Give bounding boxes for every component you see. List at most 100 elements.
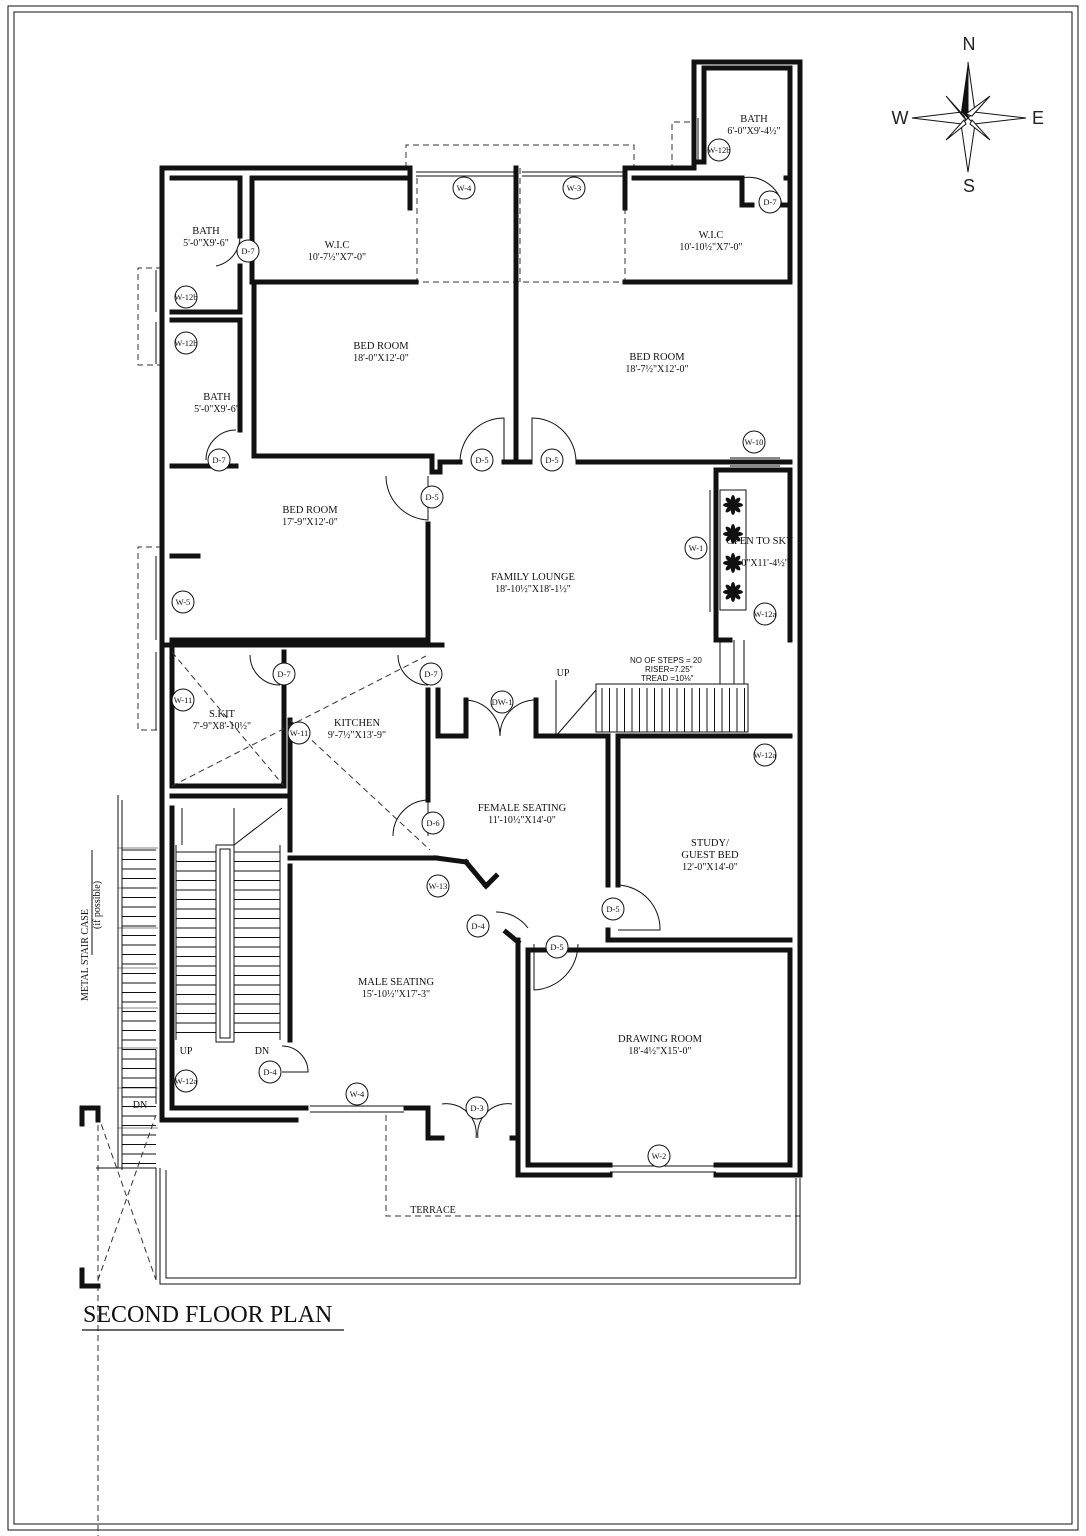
tag-d7-7: D-7 bbox=[207, 448, 231, 472]
tag-label: W-12b bbox=[707, 145, 730, 155]
compass-south: S bbox=[963, 176, 975, 196]
tag-label: W-11 bbox=[174, 695, 193, 705]
room-labels: BATH 5'-0"X9'-6" W.I.C 10'-7½"X7'-0" BAT… bbox=[183, 114, 794, 1057]
room-bedroom-3-name: BED ROOM bbox=[282, 505, 338, 516]
tag-label: W-11 bbox=[290, 728, 309, 738]
tag-label: W-12b bbox=[174, 338, 197, 348]
page-border bbox=[7, 5, 1079, 1531]
room-bedroom-1-name: BED ROOM bbox=[353, 341, 409, 352]
steps-tread: TREAD =10⅛" bbox=[641, 674, 694, 683]
room-bedroom-2-name: BED ROOM bbox=[629, 352, 685, 363]
room-drawing-room-name: DRAWING ROOM bbox=[618, 1034, 703, 1045]
room-s-kit-dim: 7'-9"X8'-10½" bbox=[193, 721, 251, 732]
tag-label: W-13 bbox=[429, 881, 448, 891]
tag-label: D-7 bbox=[277, 669, 290, 679]
tag-d7-16: D-7 bbox=[419, 662, 443, 686]
tag-w12b-2: W-12b bbox=[707, 138, 731, 162]
dashed-outlines bbox=[97, 121, 800, 1536]
tag-label: W-2 bbox=[652, 1151, 667, 1161]
room-s-kit-name: S.KIT bbox=[209, 709, 236, 720]
lounge-stair-up-label: UP bbox=[557, 668, 570, 679]
tag-w2-30: W-2 bbox=[647, 1144, 671, 1168]
metal-stair-label: METAL STAIR CASE bbox=[80, 909, 91, 1001]
room-kitchen-dim: 9'-7½"X13'-9" bbox=[328, 730, 386, 741]
tag-dw1-19: DW-1 bbox=[490, 690, 514, 714]
metal-stair-dn-label: DN bbox=[133, 1100, 147, 1111]
room-bath-ne-dim: 6'-0"X9'-4½" bbox=[727, 126, 780, 137]
room-kitchen-name: KITCHEN bbox=[334, 718, 380, 729]
tag-label: D-4 bbox=[263, 1067, 277, 1077]
door-swings bbox=[205, 176, 783, 1139]
tag-d5-9: D-5 bbox=[540, 448, 564, 472]
room-study-dim: 12'-0"X14'-0" bbox=[682, 862, 738, 873]
terrace-outline bbox=[159, 1168, 801, 1285]
tag-label: D-5 bbox=[475, 455, 488, 465]
walls bbox=[159, 59, 803, 1178]
tag-d5-25: D-5 bbox=[545, 935, 569, 959]
tag-d6-21: D-6 bbox=[421, 811, 445, 835]
tag-w10-11: W-10 bbox=[742, 430, 766, 454]
tag-label: D-7 bbox=[424, 669, 437, 679]
tag-w12a-27: W-12a bbox=[174, 1069, 198, 1093]
room-wic-east-name: W.I.C bbox=[699, 230, 724, 241]
tag-label: W-1 bbox=[689, 543, 704, 553]
tag-label: DW-1 bbox=[492, 697, 513, 707]
room-female-seating-dim: 11'-10½"X14'-0" bbox=[488, 815, 556, 826]
tag-w13-22: W-13 bbox=[426, 874, 450, 898]
tag-label: D-5 bbox=[545, 455, 558, 465]
internal-stair bbox=[175, 807, 283, 1043]
kitchen-diagonals bbox=[171, 651, 431, 851]
tag-w1-12: W-1 bbox=[684, 536, 708, 560]
stair-dn-label: DN bbox=[255, 1046, 269, 1057]
windows bbox=[155, 118, 780, 1173]
tag-w4-28: W-4 bbox=[345, 1082, 369, 1106]
lounge-stair bbox=[555, 640, 749, 737]
room-bedroom-3-dim: 17'-9"X12'-0" bbox=[282, 517, 338, 528]
room-bath-nw-dim: 5'-0"X9'-6" bbox=[183, 238, 229, 249]
room-wic-west-name: W.I.C bbox=[325, 240, 350, 251]
tag-w12a-13: W-12a bbox=[753, 602, 777, 626]
tag-label: D-7 bbox=[241, 246, 254, 256]
room-study-name: STUDY/ bbox=[691, 838, 729, 849]
tag-d7-4: D-7 bbox=[236, 239, 260, 263]
tag-label: W-3 bbox=[567, 183, 582, 193]
tag-d5-10: D-5 bbox=[420, 485, 444, 509]
tag-d7-3: D-7 bbox=[758, 190, 782, 214]
tag-d4-26: D-4 bbox=[258, 1060, 282, 1084]
room-family-lounge-name: FAMILY LOUNGE bbox=[491, 572, 575, 583]
plant-icons bbox=[719, 489, 747, 611]
room-bedroom-2-dim: 18'-7½"X12'-0" bbox=[625, 364, 688, 375]
tag-d5-24: D-5 bbox=[601, 897, 625, 921]
tag-label: W-12b bbox=[174, 292, 197, 302]
terrace-label: TERRACE bbox=[410, 1205, 456, 1216]
room-female-seating-name: FEMALE SEATING bbox=[478, 803, 567, 814]
room-bath-ne-name: BATH bbox=[740, 114, 768, 125]
tag-label: W-4 bbox=[457, 183, 472, 193]
tag-label: D-6 bbox=[426, 818, 439, 828]
tag-d7-15: D-7 bbox=[272, 662, 296, 686]
tag-label: W-10 bbox=[745, 437, 764, 447]
tag-label: D-7 bbox=[212, 455, 225, 465]
tag-label: D-7 bbox=[763, 197, 776, 207]
tag-label: W-12a bbox=[754, 750, 777, 760]
tag-w5-14: W-5 bbox=[171, 590, 195, 614]
steps-riser: RISER=7.25" bbox=[645, 665, 693, 674]
tag-label: W-12a bbox=[754, 609, 777, 619]
tag-w11-17: W-11 bbox=[171, 688, 195, 712]
room-bath-west-name: BATH bbox=[203, 392, 231, 403]
room-open-to-sky-name: OPEN TO SKY bbox=[726, 536, 794, 547]
metal-stair-label-2: (if possible) bbox=[92, 881, 103, 929]
room-bath-nw-name: BATH bbox=[192, 226, 220, 237]
room-open-to-sky-dim: 5'-0"X11'-4½" bbox=[731, 558, 789, 569]
tag-w4-0: W-4 bbox=[452, 176, 476, 200]
room-bedroom-1-dim: 18'-0"X12'-0" bbox=[353, 353, 409, 364]
misc-labels: TERRACE METAL STAIR CASE (if possible) U… bbox=[80, 656, 702, 1216]
tag-w12a-20: W-12a bbox=[753, 743, 777, 767]
room-study-name-2: GUEST BED bbox=[681, 850, 739, 861]
north-arrow-icon: N S E W bbox=[892, 34, 1045, 196]
tag-w3-1: W-3 bbox=[562, 176, 586, 200]
tag-label: W-12a bbox=[175, 1076, 198, 1086]
compass-west: W bbox=[892, 108, 909, 128]
